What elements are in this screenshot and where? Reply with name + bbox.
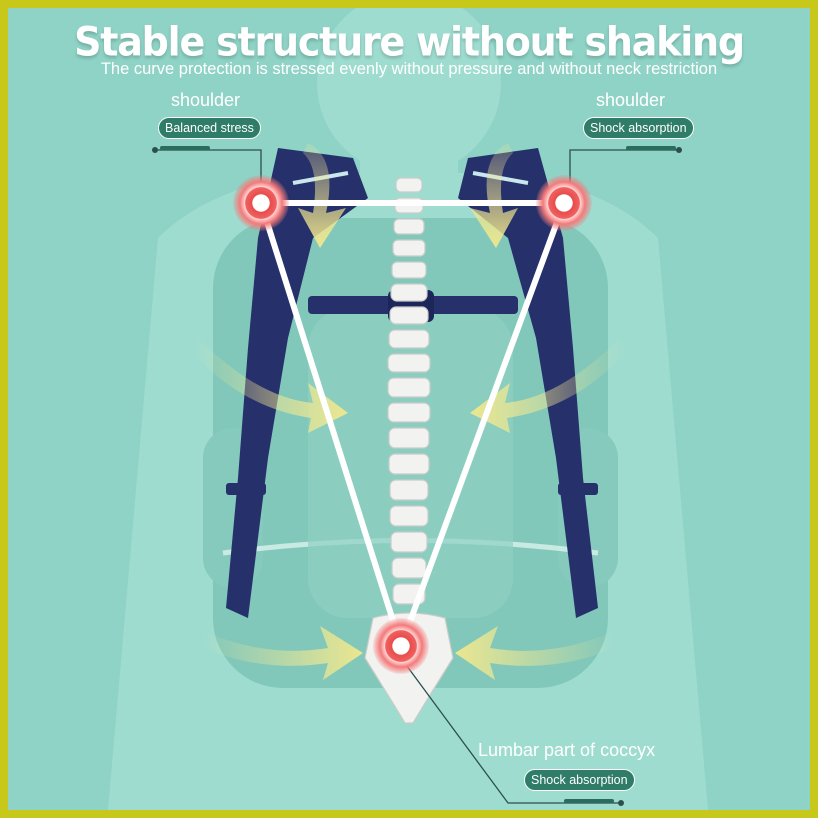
left-shoulder-label: shoulder bbox=[171, 90, 241, 110]
force-arrow-icon bbox=[193, 143, 625, 680]
stress-triangle bbox=[258, 200, 567, 649]
backpack-illustration bbox=[108, 8, 708, 810]
illustration-frame: Stable structure without shaking The cur… bbox=[8, 8, 810, 810]
coccyx-label: Lumbar part of coccyx bbox=[478, 740, 656, 760]
coccyx-tag: Shock absorption bbox=[524, 769, 635, 791]
page-subtitle: The curve protection is stressed evenly … bbox=[100, 60, 718, 78]
callout-leader-bars bbox=[152, 146, 682, 806]
left-shoulder-tag: Balanced stress bbox=[158, 117, 261, 139]
right-shoulder-label: shoulder bbox=[596, 90, 666, 110]
page-title: Stable structure without shaking bbox=[74, 18, 745, 66]
right-shoulder-tag: Shock absorption bbox=[583, 117, 694, 139]
pressure-point-icon bbox=[233, 175, 592, 674]
